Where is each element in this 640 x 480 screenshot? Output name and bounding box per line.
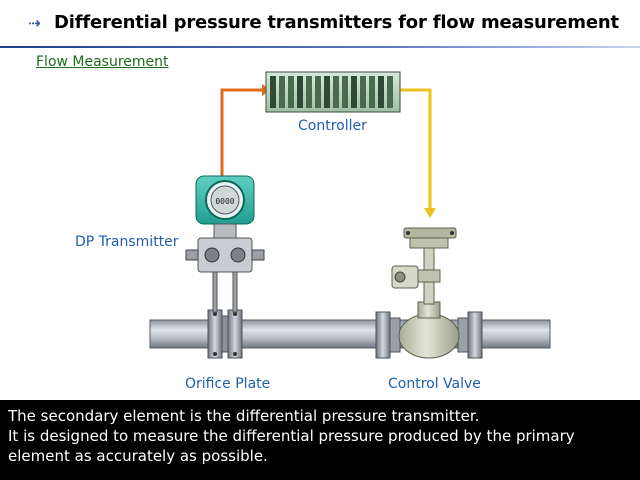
rack-module bbox=[351, 76, 357, 108]
caption-box: The secondary element is the differentia… bbox=[0, 400, 640, 480]
caption-line-2: It is designed to measure the differenti… bbox=[8, 427, 575, 445]
title-bar: ⇢ Differential pressure transmitters for… bbox=[0, 0, 640, 48]
page-title: Differential pressure transmitters for f… bbox=[54, 12, 619, 33]
valve-flanges bbox=[375, 311, 483, 359]
caption-line-1: The secondary element is the differentia… bbox=[8, 407, 480, 425]
controller-label: Controller bbox=[298, 118, 367, 134]
rack-module bbox=[288, 76, 294, 108]
rack-module bbox=[333, 76, 339, 108]
orifice-plate-label: Orifice Plate bbox=[185, 376, 271, 392]
rack-module bbox=[270, 76, 276, 108]
rack-module bbox=[279, 76, 285, 108]
flow-diagram: 0000 bbox=[149, 71, 551, 359]
rack-module bbox=[387, 76, 393, 108]
signal-to-controller bbox=[220, 84, 270, 178]
rack-module bbox=[378, 76, 384, 108]
rack-module bbox=[342, 76, 348, 108]
rack-module bbox=[324, 76, 330, 108]
dotted-arrow-icon: ⇢ bbox=[28, 14, 41, 32]
orifice-plate-flanges bbox=[207, 309, 243, 359]
rack-module bbox=[315, 76, 321, 108]
control-valve-label: Control Valve bbox=[388, 376, 481, 392]
rack-module bbox=[360, 76, 366, 108]
control-valve bbox=[391, 227, 460, 359]
transmitter-display: 0000 bbox=[215, 197, 234, 206]
section-subtitle: Flow Measurement bbox=[36, 54, 169, 70]
dp-transmitter-label: DP Transmitter bbox=[75, 234, 179, 250]
signal-to-valve bbox=[400, 88, 436, 218]
dp-transmitter: 0000 bbox=[185, 175, 265, 273]
rack-module bbox=[297, 76, 303, 108]
rack-module bbox=[306, 76, 312, 108]
caption-line-3: element as accurately as possible. bbox=[8, 447, 268, 465]
impulse-lines bbox=[212, 271, 238, 313]
controller-rack bbox=[265, 71, 401, 113]
rack-module bbox=[369, 76, 375, 108]
title-divider bbox=[0, 46, 640, 48]
